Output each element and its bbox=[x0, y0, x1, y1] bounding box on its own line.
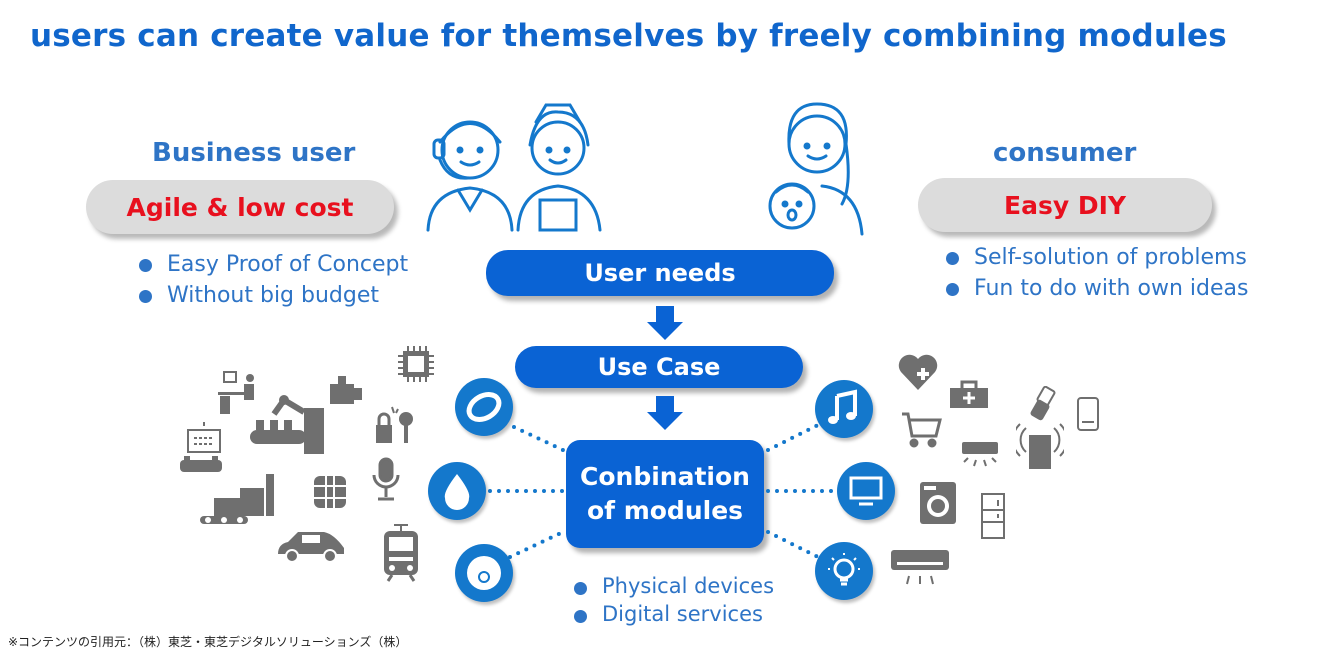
business-bullet: Without big budget bbox=[137, 280, 408, 311]
lock-key-icon bbox=[374, 405, 418, 447]
business-bullets: Easy Proof of Concept Without big budget bbox=[137, 249, 408, 311]
module-type-bullet: Physical devices bbox=[572, 572, 774, 600]
business-user-heading: Business user bbox=[152, 138, 356, 168]
chip-icon bbox=[396, 344, 436, 384]
controller-icon bbox=[176, 456, 226, 478]
business-people-icon bbox=[418, 100, 618, 235]
consumer-bullet: Self-solution of problems bbox=[944, 242, 1248, 273]
use-case-label: Use Case bbox=[597, 353, 721, 381]
water-drop-icon bbox=[428, 462, 486, 520]
consumer-bullet: Fun to do with own ideas bbox=[944, 273, 1248, 304]
ceiling-light-icon bbox=[958, 438, 1002, 472]
module-type-bullet: Digital services bbox=[572, 600, 774, 628]
car-icon bbox=[274, 528, 348, 564]
worker-desk-icon bbox=[214, 370, 260, 416]
consumer-pill-label: Easy DIY bbox=[1004, 190, 1126, 220]
speaker-icon bbox=[1012, 416, 1068, 470]
use-case-box: Use Case bbox=[515, 346, 803, 388]
user-needs-box: User needs bbox=[486, 250, 834, 296]
down-arrow-icon bbox=[647, 306, 683, 346]
washer-icon bbox=[918, 480, 958, 526]
sim-card-icon bbox=[310, 472, 350, 512]
cylinder-icon bbox=[328, 374, 364, 408]
business-bullet: Easy Proof of Concept bbox=[137, 249, 408, 280]
module-type-bullets: Physical devices Digital services bbox=[572, 572, 774, 628]
cart-icon bbox=[900, 408, 942, 448]
heart-plus-icon bbox=[897, 352, 939, 392]
microphone-icon bbox=[370, 457, 402, 501]
consumer-bullets: Self-solution of problems Fun to do with… bbox=[944, 242, 1248, 304]
consumer-heading: consumer bbox=[993, 138, 1137, 168]
smartphone-icon bbox=[1076, 396, 1100, 432]
consumer-pill: Easy DIY bbox=[918, 178, 1212, 232]
source-note: ※コンテンツの引用元：（株）東芝・東芝デジタルソリューションズ（株） bbox=[8, 635, 408, 649]
ring-icon bbox=[455, 378, 513, 436]
modules-box: Conbination of modules bbox=[566, 440, 764, 548]
modules-label-line2: of modules bbox=[586, 496, 744, 525]
medical-bag-icon bbox=[948, 380, 990, 410]
air-conditioner-icon bbox=[889, 548, 951, 588]
modules-label-line1: Conbination bbox=[580, 462, 750, 491]
consumer-people-icon bbox=[762, 96, 872, 236]
sensor-disc-icon bbox=[455, 544, 513, 602]
down-arrow-icon bbox=[647, 396, 683, 436]
kiosk-icon bbox=[184, 420, 224, 458]
robot-arm-icon bbox=[244, 390, 334, 456]
train-icon bbox=[382, 523, 420, 583]
phone-icon bbox=[1030, 385, 1060, 422]
business-pill-label: Agile & low cost bbox=[126, 192, 354, 222]
lightbulb-icon bbox=[815, 542, 873, 600]
monitor-icon bbox=[837, 462, 895, 520]
page-title: users can create value for themselves by… bbox=[30, 18, 1227, 54]
fridge-icon bbox=[980, 492, 1006, 540]
music-note-icon bbox=[815, 380, 873, 438]
business-pill: Agile & low cost bbox=[86, 180, 394, 234]
user-needs-label: User needs bbox=[584, 259, 736, 287]
factory-icon bbox=[196, 470, 282, 528]
